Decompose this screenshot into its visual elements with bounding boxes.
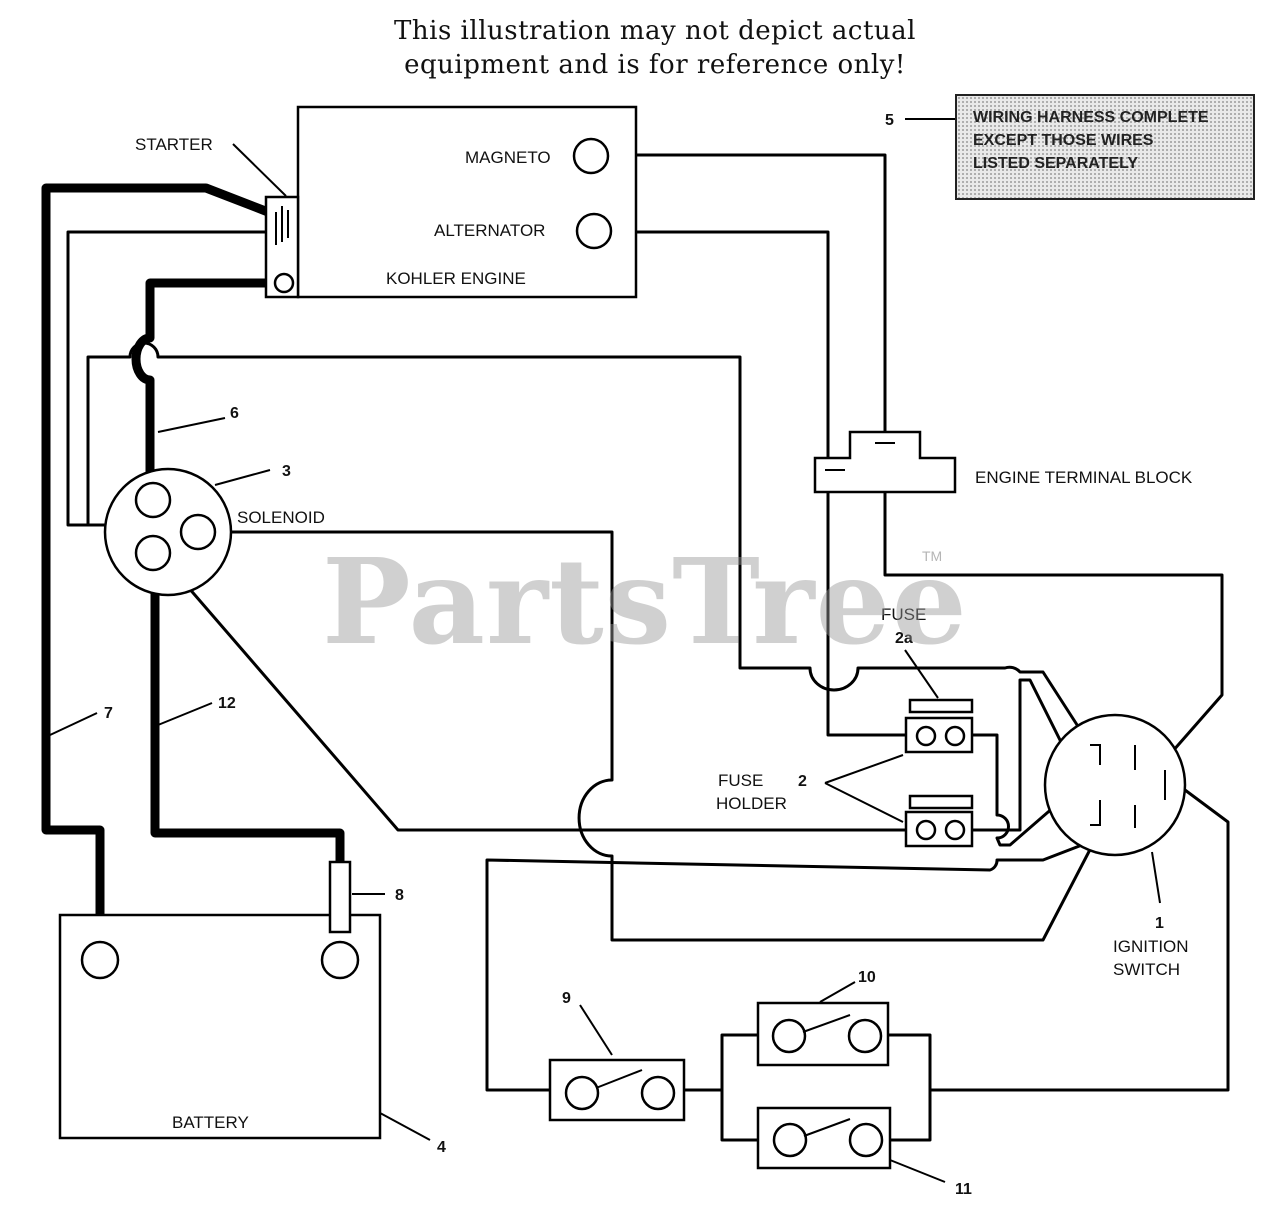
label-alternator: ALTERNATOR [434,221,545,240]
wire-solenoid-right [215,530,1097,942]
fuse-2a-contact-right [944,725,966,747]
switch-10-contact-left [771,1018,807,1054]
callout-3: 3 [282,463,291,480]
ignition-contact-3 [1090,800,1101,826]
label-battery: BATTERY [172,1113,249,1132]
callout-2a: 2a [895,630,913,647]
solenoid-terminal-bottom [134,534,172,572]
callout-11-leader [889,1159,946,1183]
switch-9-lever [595,1069,643,1089]
callout-6: 6 [230,405,239,422]
cable-12 [150,560,345,862]
ignition-switch: IGNITION SWITCH [1043,713,1189,979]
callout-6-leader [157,417,226,433]
switch-10-contact-right [847,1018,883,1054]
magneto-terminal [572,137,610,175]
watermark-tm: TM [922,548,943,564]
fuse-cap [908,794,974,810]
kohler-engine: STARTER MAGNETO ALTERNATOR KOHLER ENGINE [135,105,638,299]
callout-2-leader-a [824,754,904,784]
fuse-2a-cap [908,698,974,714]
callout-7-leader [49,712,98,736]
wire-magneto [606,153,1224,761]
thick-cables [41,183,345,940]
terminal-block-shape [813,430,957,494]
wire-ignition-safety [485,838,1096,1092]
callout-12: 12 [218,695,236,712]
wire-safety-return [930,788,1230,1092]
starter-leader [232,143,287,197]
wire-starter-feed [66,230,268,527]
switch-11-lever [803,1118,851,1137]
wire-fuse-out [972,678,1092,832]
label-ignition: IGNITION [1113,937,1189,956]
switch-10-lever [802,1014,851,1033]
switch-9-contact-left [564,1075,600,1111]
engine-block [296,105,638,299]
callout-1-leader [1151,851,1161,904]
engine-terminal-block: ENGINE TERMINAL BLOCK [813,430,1193,494]
callout-5: 5 [885,112,894,129]
battery-cable-boot [328,860,352,934]
callout-2: 2 [798,773,807,790]
callout-1: 1 [1155,915,1164,932]
switch-11-contact-left [772,1122,808,1158]
callout-9-leader [579,1004,613,1056]
callout-2-leader-b [824,782,904,823]
callout-8: 8 [395,887,404,904]
watermark: PartsTree [322,532,968,671]
disclaimer-line-1: This illustration may not depict actual [394,16,916,46]
fuse-contact-right [944,819,966,841]
callout-4-leader [379,1112,431,1141]
disclaimer-line-2: equipment and is for reference only! [404,50,906,80]
label-engine-terminal-block: ENGINE TERMINAL BLOCK [975,468,1193,487]
cable-7 [41,183,270,940]
label-solenoid: SOLENOID [237,508,325,527]
ignition-contact-1 [1090,744,1101,765]
fuse-contact-left [915,819,937,841]
harness-note: WIRING HARNESS COMPLETE EXCEPT THOSE WIR… [955,94,1255,200]
callout-10-leader [819,981,856,1003]
switch-11-contact-right [848,1122,884,1158]
battery-terminal-left [80,940,120,980]
wire-solenoid-diag [173,571,912,832]
label-fuse-holder-1: FUSE [718,771,763,790]
callout-11: 11 [955,1181,972,1198]
callout-9: 9 [562,990,571,1007]
callout-7: 7 [104,705,113,722]
callout-numbers: 1 2 2a 3 4 5 6 7 8 9 10 11 12 [104,112,1164,1198]
label-kohler-engine: KOHLER ENGINE [386,269,526,288]
fuse-2a-leader [904,649,939,699]
callout-10: 10 [858,969,876,986]
starter-terminal [273,272,295,294]
callout-12-leader [157,702,213,726]
thin-wires [66,153,1230,1142]
solenoid: SOLENOID [103,467,325,597]
wire-safety-10-out [888,1033,932,1142]
cable-6 [131,278,272,495]
label-fuse: FUSE [881,605,926,624]
battery-terminal-right [320,940,360,980]
callout-3-leader [214,469,271,486]
safety-switches [548,981,946,1183]
callout-leaders [49,118,955,736]
wire-safety-9-out [684,1033,758,1092]
label-switch: SWITCH [1113,960,1180,979]
callout-4: 4 [437,1139,446,1156]
label-starter: STARTER [135,135,213,154]
fuse-2a-contact-left [915,725,937,747]
alternator-terminal [575,212,613,250]
solenoid-terminal-top [134,481,172,519]
label-fuse-holder-2: HOLDER [716,794,787,813]
disclaimer: This illustration may not depict actual … [330,14,980,82]
fuses: FUSE FUSE HOLDER [716,605,974,848]
ignition-body [1043,713,1187,857]
switch-9-contact-right [640,1075,676,1111]
wire-safety-branch [720,1090,758,1142]
wire-fuse-2a-out [972,733,1086,847]
label-magneto: MAGNETO [465,148,551,167]
battery: BATTERY [58,860,431,1141]
solenoid-terminal-right [179,513,217,551]
